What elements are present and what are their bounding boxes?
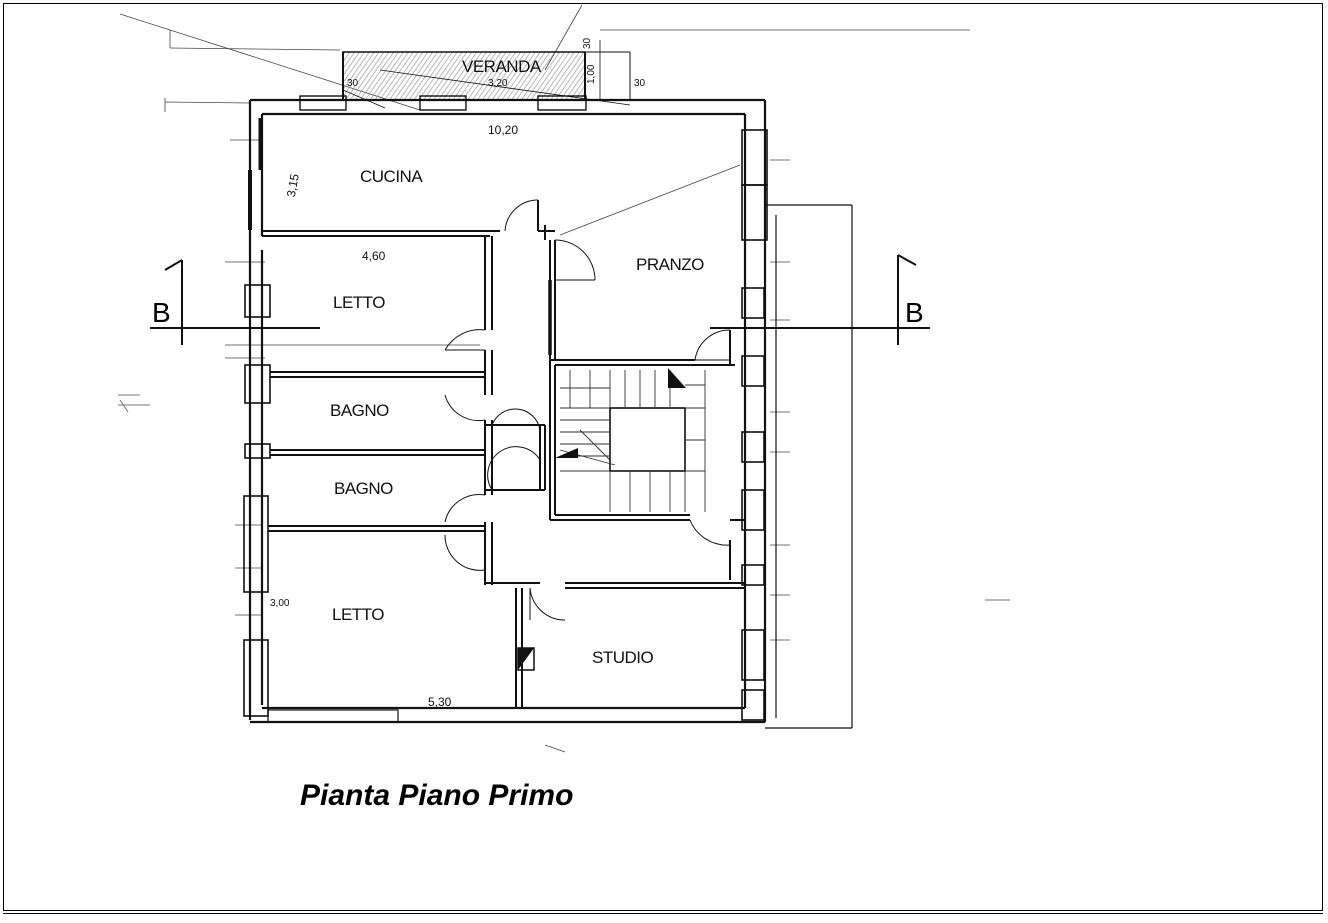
room-label-studio: STUDIO xyxy=(592,648,654,667)
veranda-offset-a-label: 30 xyxy=(582,37,593,49)
room-label-letto-bottom: LETTO xyxy=(332,605,384,624)
room-label-letto-top: LETTO xyxy=(333,293,385,312)
sheet-frame xyxy=(3,3,1323,911)
section-marker-right: B xyxy=(905,297,924,328)
room-label-bagno-2: BAGNO xyxy=(334,479,393,498)
stair-arrow-top-icon xyxy=(668,368,686,388)
staircase xyxy=(559,370,706,512)
room-label-cucina: CUCINA xyxy=(360,167,423,186)
construction-lines xyxy=(119,4,1010,753)
outer-walls xyxy=(243,95,768,724)
dim-facade-width: 10,20 xyxy=(488,123,518,137)
section-marker-left: B xyxy=(152,297,171,328)
sheet-bottom-line xyxy=(3,913,1323,914)
room-label-pranzo: PRANZO xyxy=(636,255,704,274)
scan-marks xyxy=(118,394,150,413)
room-label-veranda: VERANDA xyxy=(462,57,542,76)
veranda-length-label: 3,20 xyxy=(488,78,508,89)
section-line-left xyxy=(150,259,320,345)
room-label-bagno-1: BAGNO xyxy=(330,401,389,420)
door-swings xyxy=(444,199,731,621)
shaft-fill xyxy=(518,648,534,670)
interior-walls xyxy=(262,200,745,708)
section-line-right xyxy=(710,254,930,345)
dim-bottom-width: 5,30 xyxy=(428,695,452,709)
dim-kitchen-depth: 3,15 xyxy=(284,172,302,198)
dim-bedroom-depth: 3,00 xyxy=(270,598,290,609)
drawing-title: Pianta Piano Primo xyxy=(300,779,574,812)
veranda-offset-b-label: 30 xyxy=(634,78,646,89)
veranda-offset-c-label: 30 xyxy=(347,78,359,89)
veranda-depth-label: 1,00 xyxy=(586,64,597,84)
dim-bedroom-width: 4,60 xyxy=(362,249,386,263)
stair-arrow-left-icon xyxy=(555,448,578,458)
terrace-outline xyxy=(765,204,853,729)
